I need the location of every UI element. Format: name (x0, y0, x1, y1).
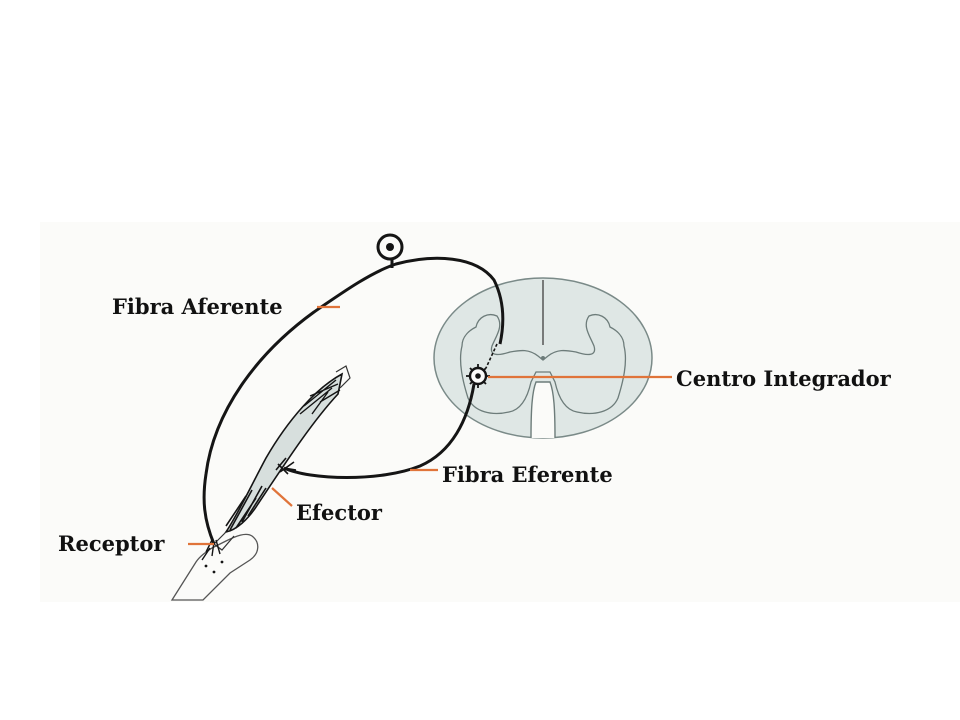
muscle-effector (213, 365, 351, 551)
label-afferent-fiber: Fibra Aferente (112, 294, 283, 319)
label-receptor: Receptor (58, 531, 165, 556)
leader-lines (188, 305, 672, 546)
afferent-fiber-path (202, 256, 505, 545)
integrating-center-icon (466, 343, 498, 388)
bone (170, 533, 259, 601)
efferent-fiber-path (283, 383, 476, 479)
ganglion-icon (376, 233, 404, 268)
spinal-cord-section (433, 277, 653, 439)
grey-matter (459, 313, 627, 415)
label-integrating-center: Centro Integrador (676, 366, 892, 391)
label-efferent-fiber: Fibra Eferente (442, 462, 613, 487)
label-effector: Efector (296, 500, 383, 525)
leader-effector (271, 487, 293, 507)
receptor-endings (201, 539, 224, 574)
